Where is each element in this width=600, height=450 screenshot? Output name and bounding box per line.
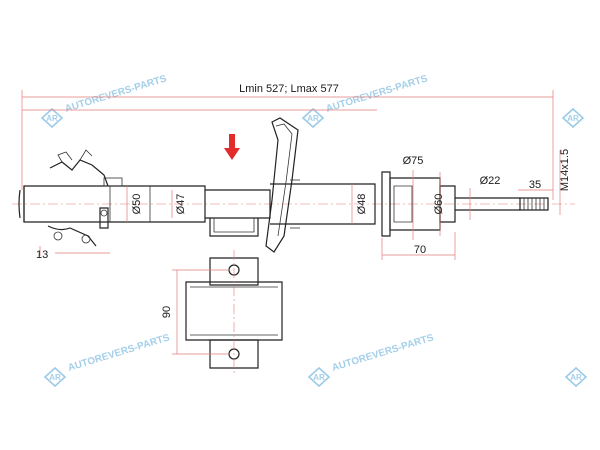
- bracket-height-label: 90: [161, 306, 173, 318]
- length-label: Lmin 527; Lmax 577: [239, 83, 339, 95]
- svg-text:AR: AR: [307, 114, 319, 123]
- watermark-text: AUTOREVERS-PARTS: [64, 73, 169, 115]
- knuckle-clamp: [39, 149, 123, 256]
- bracket-section-view: [172, 250, 283, 375]
- watermark-bottom-middle: AR AUTOREVERS-PARTS: [307, 332, 436, 388]
- diameter-48-label: Ø48: [356, 194, 368, 215]
- watermark-top-left: AR AUTOREVERS-PARTS: [40, 73, 169, 129]
- overall-length-dimension: Lmin 527; Lmax 577: [21, 83, 554, 200]
- watermark-bottom-right: AR: [564, 366, 588, 388]
- svg-text:AR: AR: [49, 373, 61, 382]
- shock-body: [18, 183, 376, 225]
- bracket-offset-label: 13: [36, 249, 48, 261]
- stabilizer-bracket: [209, 218, 259, 237]
- diameter-22-label: Ø22: [480, 175, 501, 187]
- watermark-text: AUTOREVERS-PARTS: [67, 332, 172, 374]
- svg-text:AR: AR: [570, 373, 582, 382]
- ar-logo-icon: AR: [301, 107, 325, 129]
- thread-size-label: M14x1.5: [559, 149, 571, 191]
- thread-length-label: 35: [529, 179, 541, 191]
- svg-text:AR: AR: [46, 114, 58, 123]
- ar-logo-icon: AR: [564, 366, 588, 388]
- diameter-75-label: Ø75: [403, 155, 424, 167]
- watermark-text: AUTOREVERS-PARTS: [331, 332, 436, 374]
- ar-logo-icon: AR: [561, 107, 585, 129]
- diameter-50-label: Ø50: [131, 194, 143, 215]
- ar-logo-icon: AR: [307, 366, 331, 388]
- ar-logo-icon: AR: [40, 107, 64, 129]
- svg-text:AR: AR: [567, 114, 579, 123]
- svg-text:AR: AR: [313, 373, 325, 382]
- watermark-bottom-left: AR AUTOREVERS-PARTS: [43, 332, 172, 388]
- watermark-text: AUTOREVERS-PARTS: [325, 73, 430, 115]
- top-mount: [381, 171, 549, 237]
- spring-seat-plate: [265, 117, 300, 253]
- diameter-47-label: Ø47: [175, 194, 187, 215]
- watermark-top-right: AR: [561, 107, 585, 129]
- mounting-direction-arrow: [224, 134, 240, 160]
- watermark-top-middle: AR AUTOREVERS-PARTS: [301, 73, 430, 129]
- diameter-60-label: Ø60: [433, 194, 445, 215]
- mount-length-label: 70: [414, 244, 426, 256]
- ar-logo-icon: AR: [43, 366, 67, 388]
